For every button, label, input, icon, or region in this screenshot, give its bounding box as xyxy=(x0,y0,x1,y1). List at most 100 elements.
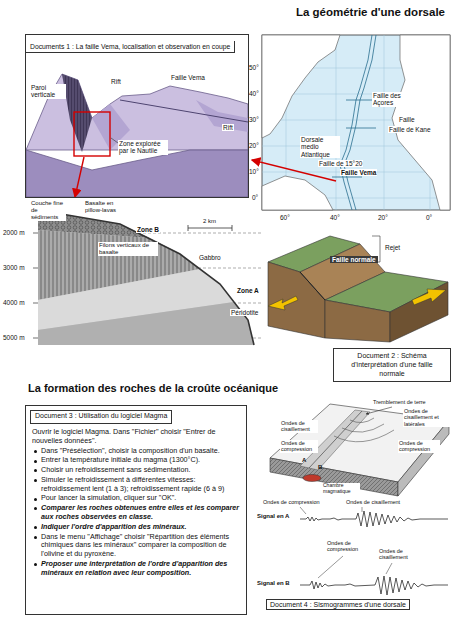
latitude-label: 50° xyxy=(249,64,259,71)
normal-fault-block-part xyxy=(325,300,390,342)
section-heading: La formation des roches de la croûte océ… xyxy=(28,382,278,395)
seismic-ridge-diagram-part xyxy=(366,407,392,414)
cross-section-part xyxy=(38,210,254,345)
latitude-label: 40° xyxy=(249,90,259,97)
part-label: Rift xyxy=(222,124,234,131)
atlantic-map-part xyxy=(262,35,340,138)
cross-section-part-part xyxy=(33,233,38,234)
seismic-ridge-diagram-part xyxy=(270,458,398,496)
caption-box: Document 3 : Utilisation du logiciel Mag… xyxy=(30,410,172,424)
normal-fault-block-part xyxy=(300,272,325,300)
caption-text: Document 2 : Schéma d'interprétation d'u… xyxy=(338,352,446,378)
instruction-text: Pour lancer la simulation, cliquer sur "… xyxy=(32,494,240,503)
ridge-block-diagram-part xyxy=(196,100,248,132)
seismic-ridge-diagram-part xyxy=(362,507,363,512)
latitude-label: 30° xyxy=(249,116,259,123)
ridge-block-diagram-part xyxy=(26,150,248,197)
wave-label: Ondes de cisaillement xyxy=(345,499,401,505)
instruction-text: Ouvrir le logiciel Magma. Dans "Fichier"… xyxy=(32,428,240,446)
cross-section-part xyxy=(38,302,254,345)
cross-section-part xyxy=(232,225,233,231)
wave-label: Ondes de compression xyxy=(326,540,366,553)
instruction-text: Choisir un refroidissement sans sédiment… xyxy=(32,466,240,475)
atlantic-map xyxy=(75,35,450,210)
map-label: Faille Vema xyxy=(340,169,377,176)
depth-label: 5000 m xyxy=(3,334,25,341)
signal-label: Signal en B xyxy=(257,580,290,587)
instruction-text: Dans le menu "Affichage" choisir "Répart… xyxy=(32,533,240,559)
part-label: Rejet xyxy=(384,244,401,251)
longitude-label: 60° xyxy=(280,214,290,221)
wave-label: Ondes de cisaillement xyxy=(378,548,418,561)
part-label: Faille Vema xyxy=(170,74,206,81)
depth-label: 4000 m xyxy=(3,299,25,306)
ridge-block-diagram-part xyxy=(120,100,248,122)
normal-fault-block-part xyxy=(390,282,448,342)
cross-section-part-part xyxy=(33,338,38,339)
document-frame: Documents 1 : La faille Vema, localisati… xyxy=(25,34,249,198)
atlantic-map-part-part xyxy=(332,177,362,178)
caption-text: Document 4 : Sismogrammes d'une dorsale xyxy=(270,601,406,608)
instruction-text: Indiquer l'ordre d'apparition des minéra… xyxy=(32,523,240,532)
point-label: B xyxy=(318,464,322,471)
instruction-text: Comparer les roches obtenues entre elles… xyxy=(32,504,240,522)
latitude-label: 0° xyxy=(252,194,258,201)
atlantic-map-part-part xyxy=(346,100,372,101)
caption-text: Document 3 : Utilisation du logiciel Mag… xyxy=(35,412,167,421)
seismic-ridge-diagram-part xyxy=(386,563,392,574)
wave-label: Ondes de compression xyxy=(262,499,321,505)
seismic-ridge-diagram-part xyxy=(334,418,394,442)
instruction-text: Dans "Présélection", choisir la composit… xyxy=(32,447,240,456)
map-label: Faille de Kane xyxy=(388,126,432,133)
atlantic-map-part xyxy=(75,157,84,197)
normal-fault-block-part xyxy=(268,296,298,310)
atlantic-map-part xyxy=(392,35,450,210)
atlantic-map-part xyxy=(262,176,333,210)
atlantic-map-part-part xyxy=(384,35,385,210)
wave-label: Ondes de cisaillement et latérales xyxy=(403,408,450,427)
cross-section-part-part xyxy=(33,268,38,269)
cross-section xyxy=(33,210,262,345)
atlantic-map-part-part xyxy=(346,128,376,129)
map-label: Faille des Açores xyxy=(372,92,414,107)
wave-label: Ondes de compression xyxy=(398,440,440,453)
latitude-label: 20° xyxy=(249,142,259,149)
caption-box: Document 2 : Schéma d'interprétation d'u… xyxy=(333,348,451,382)
zone-label: Zone A xyxy=(236,287,260,294)
ridge-block-diagram xyxy=(26,74,248,197)
map-label: Faille xyxy=(398,116,416,123)
depth-label: 3000 m xyxy=(3,264,25,271)
scale-label: 2 km xyxy=(203,218,216,225)
caption-text: Documents 1 : La faille Vema, localisati… xyxy=(26,41,235,53)
seismic-ridge-diagram-part-part xyxy=(334,430,394,442)
ridge-block-diagram-part xyxy=(26,74,248,150)
latitude-label: 10° xyxy=(249,168,259,175)
instruction-box: Ouvrir le logiciel Magma. Dans "Fichier"… xyxy=(25,405,247,615)
atlantic-map-part xyxy=(262,35,450,210)
seismic-ridge-diagram-part xyxy=(300,511,448,527)
longitude-label: 0° xyxy=(426,214,432,221)
point-label: A xyxy=(302,457,306,464)
part-label: Chambre magmatique xyxy=(322,483,360,495)
map-label: Faille de 15°20 xyxy=(318,160,363,167)
seismic-ridge-diagram-part xyxy=(300,507,306,514)
instruction-text: Simuler le refroidissement à différentes… xyxy=(32,476,240,494)
instruction-text: Proposer une interprétation de l'ordre d… xyxy=(32,560,240,578)
layer-label: Couche fine de sédiments xyxy=(30,200,66,221)
seismic-ridge-diagram-part-part xyxy=(342,424,384,432)
signal-label: Signal en A xyxy=(257,513,289,520)
page-title: La géométrie d'une dorsale xyxy=(296,6,445,18)
part-label: Paroi verticale xyxy=(30,84,66,99)
part-label: Zone explorée par le Nautile xyxy=(118,140,168,155)
caption-box: Document 4 : Sismogrammes d'une dorsale xyxy=(266,599,410,610)
seismic-ridge-diagram-part xyxy=(303,475,321,482)
depth-label: 2000 m xyxy=(3,229,25,236)
longitude-label: 20° xyxy=(378,214,388,221)
ridge-block-diagram-part xyxy=(111,138,118,143)
layer-label: Basalte en pillow-lavas xyxy=(84,200,130,214)
seismic-ridge-diagram-part xyxy=(318,556,343,578)
wave-label: Tremblement de terre xyxy=(372,399,427,405)
atlantic-map-part-part xyxy=(336,35,337,210)
cross-section-part xyxy=(188,228,232,229)
